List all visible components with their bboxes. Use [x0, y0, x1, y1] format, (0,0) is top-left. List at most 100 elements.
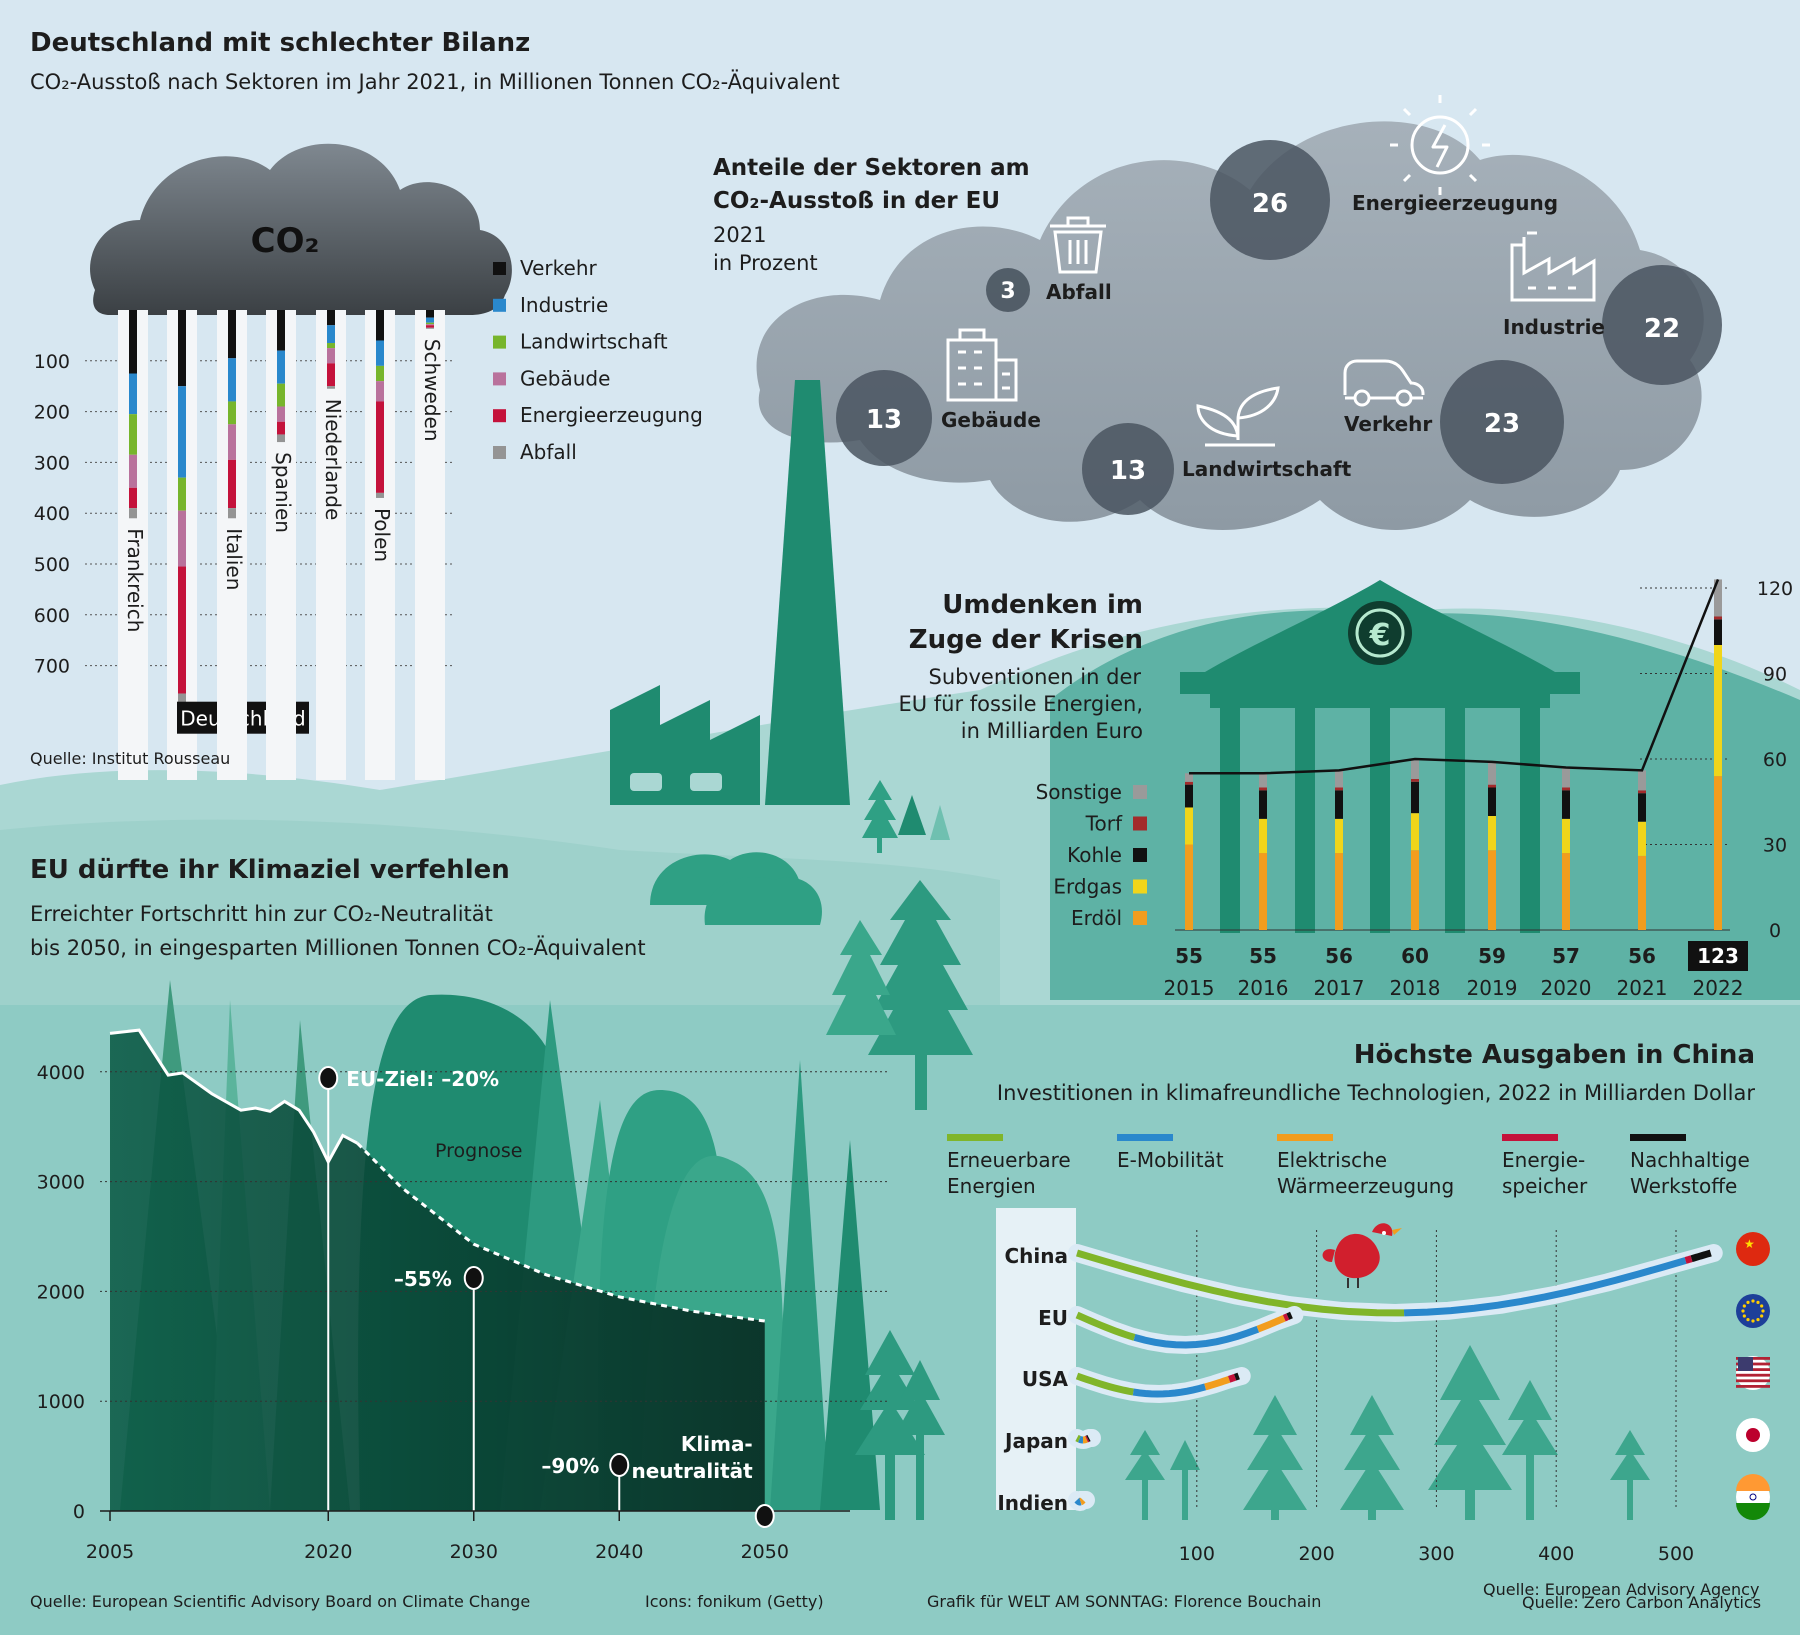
- bar-segment-landwirtschaft: [376, 365, 384, 382]
- bar-segment-landwirtschaft: [327, 343, 335, 349]
- marker-label-2020: EU-Ziel: –20%: [346, 1067, 499, 1091]
- bar-segment-werkstoffe: [1086, 1434, 1091, 1442]
- climate-source: Quelle: European Scientific Advisory Boa…: [30, 1592, 531, 1611]
- japan-flag-sun: [1746, 1428, 1760, 1442]
- car-icon: [1343, 359, 1425, 407]
- bar-segment-sonstige: [1411, 759, 1419, 779]
- bar-segment-erdgas: [1259, 818, 1267, 854]
- y-tick-label: 30: [1763, 835, 1787, 857]
- y-tick-label: 600: [34, 605, 70, 627]
- share-label-abfall: Abfall: [1046, 280, 1112, 304]
- bar-segment-landwirtschaft: [228, 401, 236, 425]
- y-tick-label: 0: [1769, 920, 1781, 942]
- bar-segment-torf: [1638, 790, 1646, 794]
- bar-segment-speicher: [1085, 1435, 1090, 1443]
- y-tick-label: 500: [34, 554, 70, 576]
- bar-segment-kohle: [1638, 793, 1646, 822]
- bar-segment-energie: [376, 401, 384, 493]
- share-value-gebaeude: 13: [866, 405, 902, 435]
- country-label-panel: [996, 1208, 1076, 1510]
- bar-segment-emobil: [1074, 1497, 1082, 1506]
- bar-segment-speicher: [1282, 1313, 1290, 1322]
- usa-flag-stripe: [1736, 1385, 1770, 1388]
- legend-swatch-landwirtschaft: [493, 335, 506, 349]
- climate-subtitle-1: Erreichter Fortschritt hin zur CO₂-Neutr…: [30, 902, 493, 926]
- bar-segment-emobil: [1403, 1257, 1687, 1317]
- bar-segment-werkstoffe: [1233, 1372, 1240, 1381]
- bar-segment-industrie: [129, 373, 137, 415]
- bar-segment-abfall: [426, 327, 434, 329]
- legend-swatch-erdgas: [1133, 879, 1147, 894]
- bar-segment-erdoel: [1714, 776, 1722, 930]
- bar-segment-verkehr: [129, 310, 137, 374]
- legend-label: Industrie: [520, 293, 608, 317]
- legend-swatch-industrie: [493, 298, 506, 312]
- marker-dot-2020: [318, 1066, 339, 1090]
- co2-cloud-label: CO₂: [251, 221, 320, 261]
- bar-segment-sonstige: [1562, 767, 1570, 788]
- subsidies-sub-1: Subventionen in der: [928, 665, 1141, 689]
- subsidies-sub-2: EU für fossile Energien,: [898, 692, 1143, 716]
- bar-segment-sonstige: [1488, 761, 1496, 785]
- total-trend-line: [1189, 578, 1720, 775]
- india-flag-chakra: [1749, 1493, 1757, 1501]
- total-value-label: 55: [1249, 944, 1277, 968]
- total-value-label: 59: [1478, 944, 1506, 968]
- bar-segment-industrie: [327, 325, 335, 344]
- year-label: 2020: [1541, 976, 1592, 1000]
- share-label-landwirtschaft: Landwirtschaft: [1182, 457, 1352, 481]
- total-value-label: 56: [1628, 944, 1656, 968]
- bar-segment-torf: [1411, 778, 1419, 782]
- bar-segment-abfall: [277, 434, 285, 443]
- icons-credit: Icons: fonikum (Getty): [645, 1592, 824, 1611]
- country-label: Spanien: [271, 452, 295, 533]
- year-label: 2016: [1238, 976, 1289, 1000]
- eu-sector-shares-chart: 26 3 22 13 23 13 Energieerzeugung Abfall…: [836, 95, 1722, 515]
- marker-label-2050-2: neutralität: [631, 1459, 753, 1483]
- eu-shares-unit: in Prozent: [713, 251, 818, 275]
- marker-dot-2050: [754, 1504, 775, 1528]
- china-flag-star: ★: [1744, 1237, 1755, 1251]
- year-label: 2018: [1390, 976, 1441, 1000]
- country-label: Polen: [370, 508, 394, 562]
- bar-segment-sonstige: [1638, 770, 1646, 791]
- y-tick-label: 60: [1763, 749, 1787, 771]
- bar-segment-erneuerbare: [1075, 1372, 1134, 1396]
- bar-segment-gebaeude: [178, 510, 186, 567]
- country-label: EU: [1038, 1306, 1068, 1330]
- legend-label: E-Mobilität: [1117, 1148, 1224, 1172]
- legend-label: Gebäude: [520, 366, 610, 390]
- bar-segment-abfall: [327, 386, 335, 389]
- x-tick-label: 100: [1179, 1543, 1215, 1565]
- bar-segment-energie: [178, 566, 186, 694]
- share-label-verkehr: Verkehr: [1344, 412, 1432, 436]
- bar-segment-torf: [1185, 781, 1193, 785]
- bar-segment-energie: [277, 421, 285, 435]
- share-bubble-industrie: [1602, 265, 1722, 385]
- china-flag-icon: [1736, 1232, 1770, 1266]
- eu-shares-title-2: CO₂-Ausstoß in der EU: [713, 188, 1001, 214]
- legend-swatch-gebaeude: [493, 372, 506, 386]
- share-value-verkehr: 23: [1484, 409, 1520, 439]
- x-tick-label: 2030: [450, 1541, 498, 1563]
- x-tick-label: 2005: [86, 1541, 134, 1563]
- bar-segment-kohle: [1259, 790, 1267, 819]
- bar-segment-emobil: [1078, 1435, 1084, 1444]
- bar-segment-verkehr: [376, 310, 384, 341]
- x-tick-label: 500: [1658, 1543, 1694, 1565]
- eu-flag-star: [1756, 1318, 1760, 1322]
- share-value-industrie: 22: [1644, 314, 1680, 344]
- legend-label: Energien: [947, 1174, 1036, 1198]
- china-title: Höchste Ausgaben in China: [1353, 1040, 1755, 1070]
- legend-swatch: [1277, 1134, 1333, 1141]
- bar-segment-sonstige: [1714, 579, 1722, 617]
- bar-segment-industrie: [376, 340, 384, 366]
- eu-shares-title-1: Anteile der Sektoren am: [713, 155, 1030, 181]
- chart1-title: Deutschland mit schlechter Bilanz: [30, 28, 531, 58]
- bar-segment-industrie: [178, 386, 186, 478]
- x-tick-label: 2020: [304, 1541, 352, 1563]
- legend-swatch-kohle: [1133, 848, 1147, 862]
- legend-swatch-erdoel: [1133, 911, 1147, 925]
- legend-label: Verkehr: [520, 256, 598, 280]
- year-label: 2022: [1693, 976, 1744, 1000]
